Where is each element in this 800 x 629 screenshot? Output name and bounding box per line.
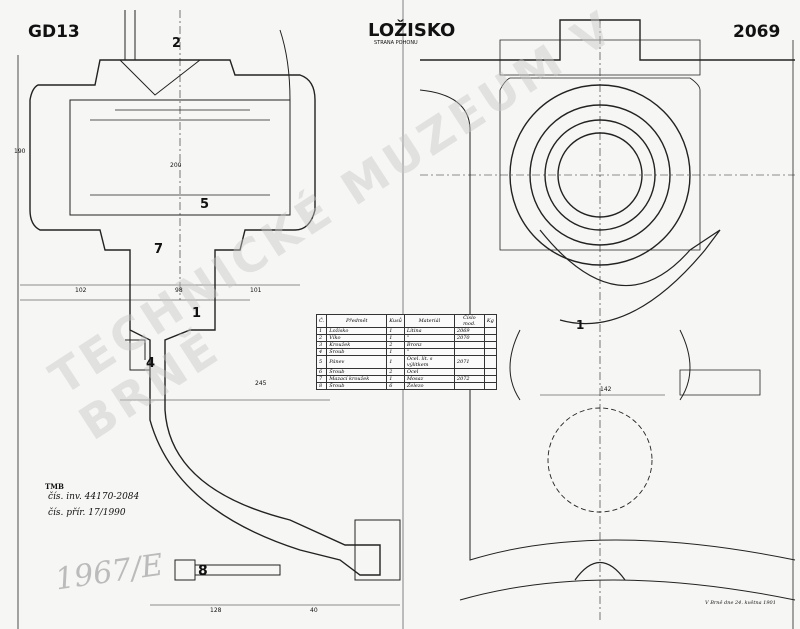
table-cell: 2070 [453, 334, 485, 342]
sheet-code: GD13 [28, 22, 80, 42]
table-cell: 2 [386, 368, 405, 376]
table-cell: 1 [386, 334, 405, 342]
table-cell [483, 334, 497, 342]
part-label: 5 [200, 197, 210, 212]
dimension: 142 [600, 386, 612, 393]
table-cell [483, 341, 497, 349]
table-cell: " [403, 348, 455, 356]
table-cell: Šroub [326, 382, 388, 390]
part-label: 8 [198, 563, 208, 579]
table-cell: Bronz [403, 341, 455, 349]
table-cell: 1 [386, 355, 405, 369]
column-header: Kg [483, 314, 497, 328]
table-cell [453, 368, 485, 376]
table-cell [483, 348, 497, 356]
dimension: 190 [14, 148, 26, 155]
table-cell: Šroub [326, 368, 388, 376]
archive-org: TMB [45, 482, 64, 491]
table-cell: Ocel. lit. s výlitkem [403, 355, 455, 369]
part-label: 7 [154, 242, 164, 257]
table-cell: Ložisko [326, 327, 388, 335]
table-cell [453, 348, 485, 356]
part-label: 2 [172, 36, 182, 51]
table-cell: Kroužek [326, 341, 388, 349]
table-cell: Ocel [403, 368, 455, 376]
table-cell: 2 [315, 334, 328, 342]
dimension: 102 [75, 287, 87, 294]
table-cell: Mosaz [403, 375, 455, 383]
table-cell: 1 [386, 375, 405, 383]
table-cell: 2069 [453, 327, 485, 335]
signature: V Brně dne 24. května 1901 [705, 600, 776, 606]
table-cell: 2 [386, 341, 405, 349]
table-cell [453, 341, 485, 349]
table-header-row: Č. Předmět Kusů Materiál Číslo mod. Kg [315, 314, 497, 328]
table-cell: Pánev [326, 355, 388, 369]
dimension: 101 [250, 287, 262, 294]
table-cell: 2071 [453, 355, 485, 369]
part-label: 4 [146, 356, 156, 371]
column-header: Č. [315, 314, 328, 328]
table-cell: 1 [315, 327, 328, 335]
drawing-subtitle: STRANA POHONU [374, 40, 418, 46]
table-cell: Litina [403, 327, 455, 335]
drawing-number: 2069 [733, 22, 781, 42]
parts-table: Č. Předmět Kusů Materiál Číslo mod. Kg 1… [315, 314, 497, 390]
table-cell: Mazací kroužek [326, 375, 388, 383]
table-cell: 2072 [453, 375, 485, 383]
dimension: 200 [170, 162, 182, 169]
table-cell [483, 368, 497, 376]
dimension: 245 [255, 380, 267, 387]
archive-inventory: čís. inv. 44170-2084 [48, 492, 140, 502]
column-header: Předmět [326, 314, 388, 328]
part-label: 1 [192, 306, 202, 321]
table-cell: " [403, 334, 455, 342]
table-cell: Víko [326, 334, 388, 342]
table-cell [483, 382, 497, 390]
table-cell: 6 [315, 368, 328, 376]
table-cell [483, 327, 497, 335]
column-header: Číslo mod. [453, 314, 485, 328]
column-header: Kusů [386, 314, 405, 328]
table-cell: Šroub [326, 348, 388, 356]
table-cell [453, 382, 485, 390]
dimension: 40 [310, 607, 318, 614]
column-header: Materiál [403, 314, 455, 328]
table-cell: 5 [315, 355, 328, 369]
dimension: 128 [210, 607, 222, 614]
table-cell [483, 355, 497, 369]
table-cell: 7 [315, 375, 328, 383]
table-cell: 3 [315, 341, 328, 349]
table-cell: 1 [386, 348, 405, 356]
table-cell: 4 [315, 348, 328, 356]
dimension: 98 [175, 287, 183, 294]
archive-accession: čís. přír. 17/1990 [48, 508, 126, 518]
part-label: 1 [576, 318, 585, 332]
table-cell [483, 375, 497, 383]
table-cell: Železo [403, 382, 455, 390]
drawing-title: LOŽISKO [368, 20, 456, 41]
table-cell: 6 [386, 382, 405, 390]
table-cell: 1 [386, 327, 405, 335]
table-cell: 8 [315, 382, 328, 390]
